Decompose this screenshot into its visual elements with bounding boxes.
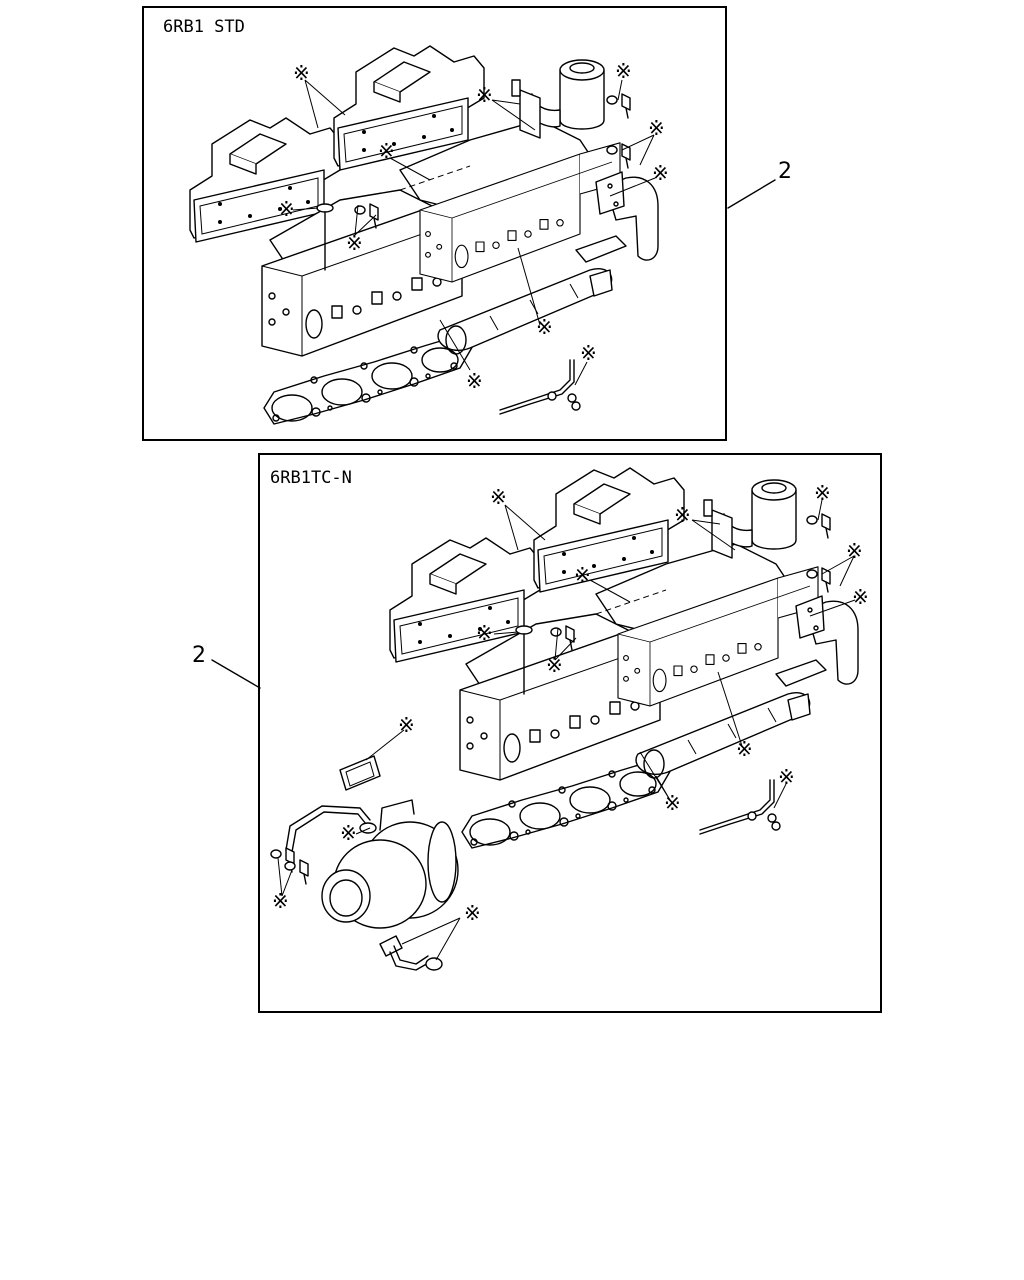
service-kit-marker: ※ [340,821,357,845]
service-kit-marker: ※ [476,83,493,107]
oil-pipe [699,779,781,835]
o-ring [316,203,334,213]
filter-housing [511,59,605,139]
service-kit-marker: ※ [852,585,869,609]
service-kit-marker: ※ [674,503,691,527]
service-kit-marker: ※ [846,539,863,563]
leader-lines [211,499,856,961]
service-kit-marker: ※ [398,713,415,737]
service-kit-marker: ※ [272,889,289,913]
o-ring [515,625,533,635]
assembly-guide [525,589,667,685]
service-kit-marker: ※ [736,737,753,761]
turbo-oil-return-pipe [379,935,443,971]
filter-housing [703,479,797,559]
service-kit-marker: ※ [490,485,507,509]
service-kit-marker: ※ [546,653,563,677]
service-kit-marker: ※ [476,621,493,645]
service-kit-marker: ※ [664,791,681,815]
turbo-gasket [339,755,381,791]
callout-leader [727,179,776,209]
service-kit-marker: ※ [293,61,310,85]
panel-frame [258,453,882,1013]
callout-leader [211,659,261,689]
service-kit-marker: ※ [278,197,295,221]
service-kit-marker: ※ [615,59,632,83]
panel-title: 6RB1 STD [163,17,245,37]
panel-6rb1-std: 6RB1 STD [142,6,792,441]
service-kit-marker: ※ [778,765,795,789]
service-kit-marker: ※ [648,116,665,140]
turbocharger [321,821,459,929]
panel-6rb1tc-n: 6RB1TC-N [192,453,882,1013]
service-kit-markers: ※ ※ ※ ※ ※ ※ ※ ※ ※ ※ ※ ※ ※ ※ ※ [272,481,869,925]
leader-lines [292,79,776,386]
service-kit-markers: ※ ※ ※ ※ ※ ※ ※ ※ ※ ※ ※ [278,59,669,393]
callout-number: 2 [778,159,792,184]
service-kit-marker: ※ [580,341,597,365]
panel-frame [142,6,727,441]
service-kit-marker: ※ [346,231,363,255]
callout-number: 2 [192,643,206,668]
service-kit-marker: ※ [378,139,395,163]
service-kit-marker: ※ [466,369,483,393]
service-kit-marker: ※ [814,481,831,505]
bolt-set-b [270,847,309,885]
service-kit-marker: ※ [652,161,669,185]
service-kit-marker: ※ [464,901,481,925]
service-kit-marker: ※ [574,563,591,587]
panel-title: 6RB1TC-N [270,468,352,488]
service-kit-marker: ※ [536,315,553,339]
assembly-guide [329,165,471,261]
oil-pipe [499,359,581,415]
